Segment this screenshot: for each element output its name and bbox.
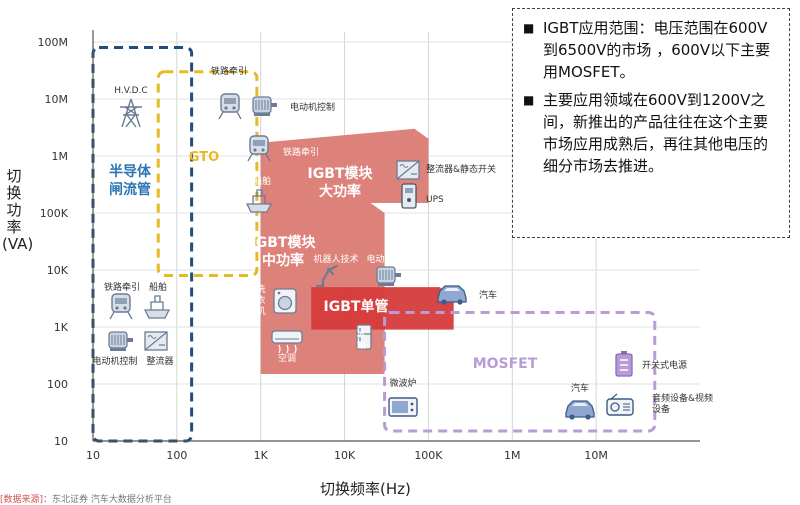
square-bullet-icon: ■ (523, 93, 535, 107)
x-tick-label: 10M (584, 449, 608, 462)
note-text: IGBT应用范围：电压范围在600V到6500V的市场 ，600V以下主要用MO… (543, 19, 771, 81)
train-icon (218, 93, 242, 120)
annotation-label: 空调 (278, 352, 296, 364)
region-3-fill (260, 128, 429, 203)
note-item: ■ 主要应用领域在600V到1200V之间，新推出的产品往往在这个主要市场应用成… (523, 89, 779, 177)
axis-layer: 10 100 1K 10K 100K 1M 10M 10 100 1K 10K 100K 1M 10M 10… (38, 30, 700, 462)
car-icon (565, 400, 595, 420)
region-5-fill (311, 287, 454, 330)
y-tick-label: 1M (52, 150, 69, 163)
x-tick-label: 10 (86, 449, 100, 462)
annotation-label: 汽车 (571, 382, 589, 394)
annotation-label: 整流器 (146, 355, 173, 367)
annotation-label: 铁路牵引 (211, 65, 247, 77)
region-label: 中功率 (262, 252, 304, 269)
ac-icon (271, 330, 303, 354)
y-tick-label: 10M (45, 93, 69, 106)
annotation-label: 箱 (356, 339, 365, 351)
motor-icon (108, 331, 133, 351)
y-tick-label: 10 (54, 435, 68, 448)
region-2-outline (156, 70, 259, 278)
region-label: IGBT模块 (308, 165, 374, 182)
footer-highlight: [数据来源] (0, 495, 44, 505)
label-layer: 半导体闸流管GTOIGBT模块大功率IGBT模块中功率IGBT单管MOSFETH… (92, 65, 713, 415)
robot-icon (315, 264, 339, 288)
battery-icon (615, 351, 633, 377)
motor-icon (376, 266, 401, 286)
footer-text: ：东北证券 汽车大数据分析平台 (43, 495, 172, 505)
x-axis-label: 切换频率(Hz) (320, 480, 411, 498)
annotation-label: 洗 (256, 283, 265, 295)
ship-icon (245, 189, 273, 213)
region-label: 半导体 (109, 163, 152, 180)
annotation-label: 音频设备&视频 (652, 392, 713, 404)
washer-icon (273, 288, 297, 314)
train-icon (247, 135, 271, 162)
x-tick-label: 100 (166, 449, 187, 462)
pylon-icon (120, 98, 142, 128)
annotation-label: 铁路牵引 (104, 281, 140, 293)
motor-icon (252, 96, 277, 116)
y-tick-label: 100M (38, 36, 69, 49)
annotation-label: 衣 (256, 294, 265, 306)
footer-source: [数据来源]：东北证券 汽车大数据分析平台 (0, 492, 172, 505)
note-item: ■ IGBT应用范围：电压范围在600V到6500V的市场 ，600V以下主要用… (523, 17, 779, 83)
x-tick-label: 10K (334, 449, 356, 462)
annotation-label: 冰 (356, 328, 365, 340)
annotation-label: 铁路牵引 (283, 146, 319, 158)
ups-icon (401, 183, 417, 209)
annotation-label: 汽车 (479, 289, 497, 301)
rectifier-icon (396, 160, 420, 180)
region-label: IGBT单管 (324, 298, 389, 315)
y-tick-label: 1K (54, 321, 69, 334)
annotation-label: H.V.D.C (114, 86, 147, 96)
note-text: 主要应用领域在600V到1200V之间，新推出的产品往往在这个主要市场应用成熟后… (543, 91, 769, 175)
region-label: 闸流管 (109, 181, 151, 198)
region-layer (91, 46, 657, 443)
y-tick-label: 100 (47, 378, 68, 391)
microwave-icon (388, 397, 418, 417)
annotation-label: 船舶 (149, 281, 167, 293)
annotation-label: 机 (256, 305, 265, 317)
region-label: IGBT模块 (251, 234, 317, 251)
x-tick-label: 1M (504, 449, 521, 462)
annotation-label: 开关式电源 (642, 359, 687, 371)
annotation-label: 电动机控制 (290, 101, 335, 113)
region-label: GTO (189, 150, 219, 165)
radio-icon (606, 393, 634, 416)
icon-layer (108, 93, 634, 420)
note-box: ■ IGBT应用范围：电压范围在600V到6500V的市场 ，600V以下主要用… (512, 8, 790, 238)
annotation-label: 机器人技术 (313, 253, 358, 265)
fridge-icon (356, 324, 372, 350)
region-6-outline (383, 310, 657, 433)
region-label: MOSFET (473, 356, 538, 372)
ship-icon (143, 295, 171, 319)
annotation-label: 整流器&静态开关 (426, 163, 496, 175)
y-axis-label: 切换功率(VA) (2, 167, 34, 253)
train-icon (109, 293, 133, 320)
square-bullet-icon: ■ (523, 21, 535, 35)
y-tick-label: 100K (40, 207, 69, 220)
y-tick-label: 10K (47, 264, 69, 277)
annotation-label: 电动机控制 (366, 253, 411, 265)
rectifier-icon (144, 331, 168, 351)
x-tick-label: 100K (414, 449, 443, 462)
annotation-label: 船舶 (253, 175, 271, 187)
x-tick-label: 1K (254, 449, 269, 462)
annotation-label: UPS (426, 195, 444, 205)
annotation-label: 电动机控制 (92, 355, 137, 367)
car-icon (437, 285, 467, 305)
region-label: 大功率 (319, 183, 361, 200)
annotation-label: 设备 (652, 403, 670, 415)
annotation-label: 微波炉 (389, 377, 416, 389)
